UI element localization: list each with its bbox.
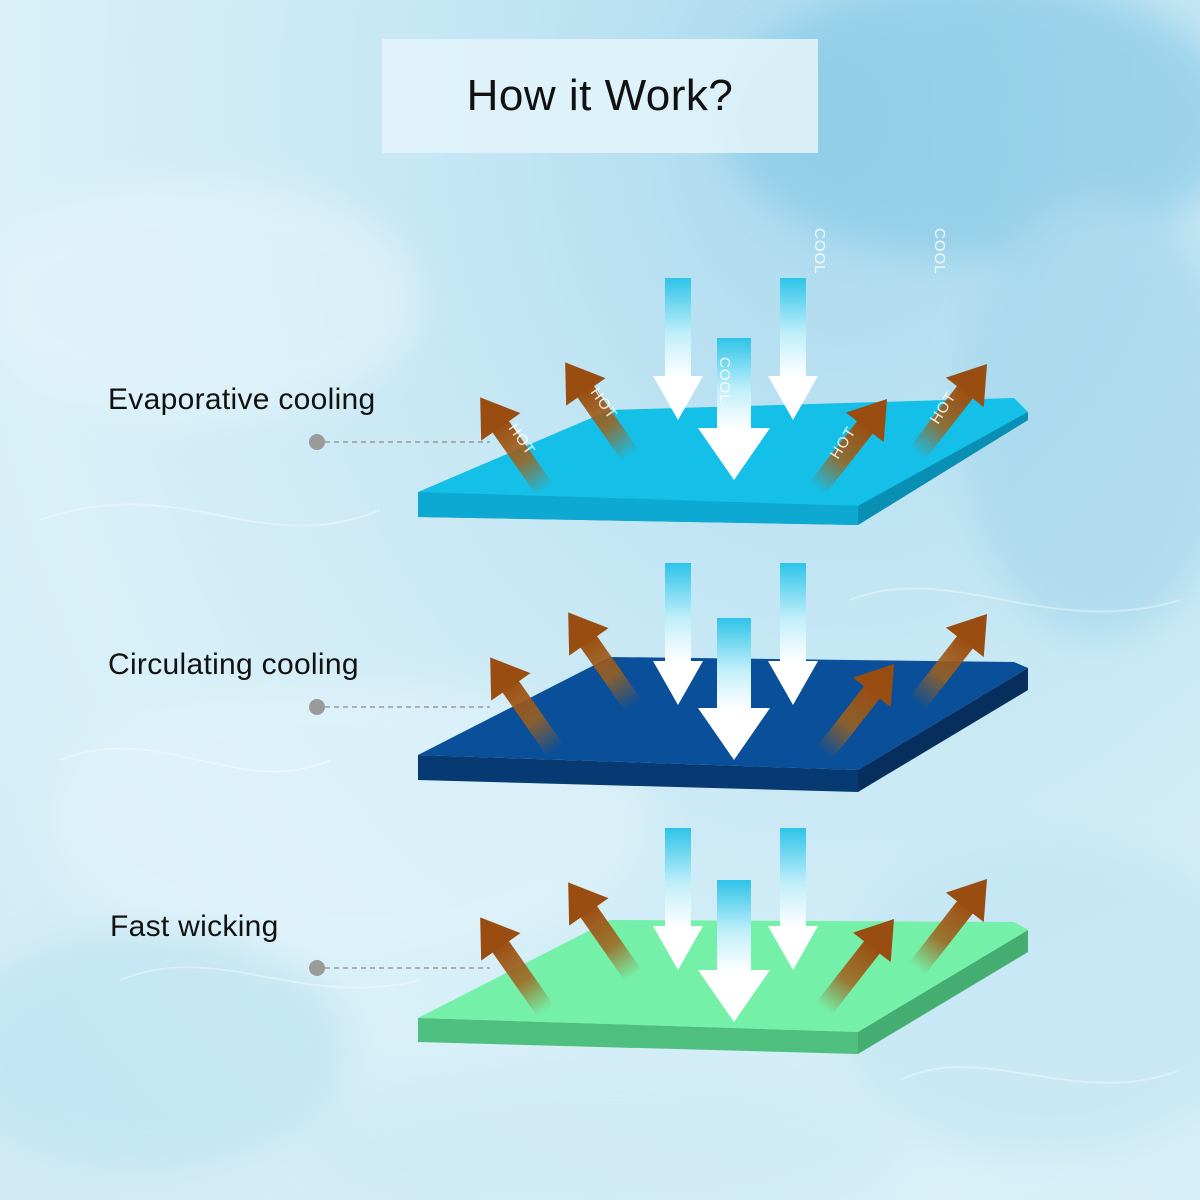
- page-title: How it Work?: [466, 71, 734, 120]
- layer-circulating-edge: [418, 755, 858, 792]
- cool-arrow: [768, 278, 818, 420]
- cool-label: COOL: [811, 228, 828, 275]
- connector-wicking: [309, 960, 490, 976]
- cool-label: COOL: [716, 357, 733, 404]
- cool-label: COOL: [931, 228, 948, 275]
- layer-wicking-edge: [418, 1018, 858, 1054]
- layer-label-wicking: Fast wicking: [110, 910, 279, 943]
- title-box: How it Work?: [382, 39, 818, 153]
- connector-circulating: [309, 699, 490, 715]
- cool-arrow: [653, 278, 703, 420]
- arrows-evaporative: COOL COOL COOL HOT HOT HOT HOT: [460, 228, 1006, 505]
- connector-evaporative: [309, 434, 490, 450]
- layer-label-circulating: Circulating cooling: [108, 648, 359, 681]
- layer-label-evaporative: Evaporative cooling: [108, 383, 376, 416]
